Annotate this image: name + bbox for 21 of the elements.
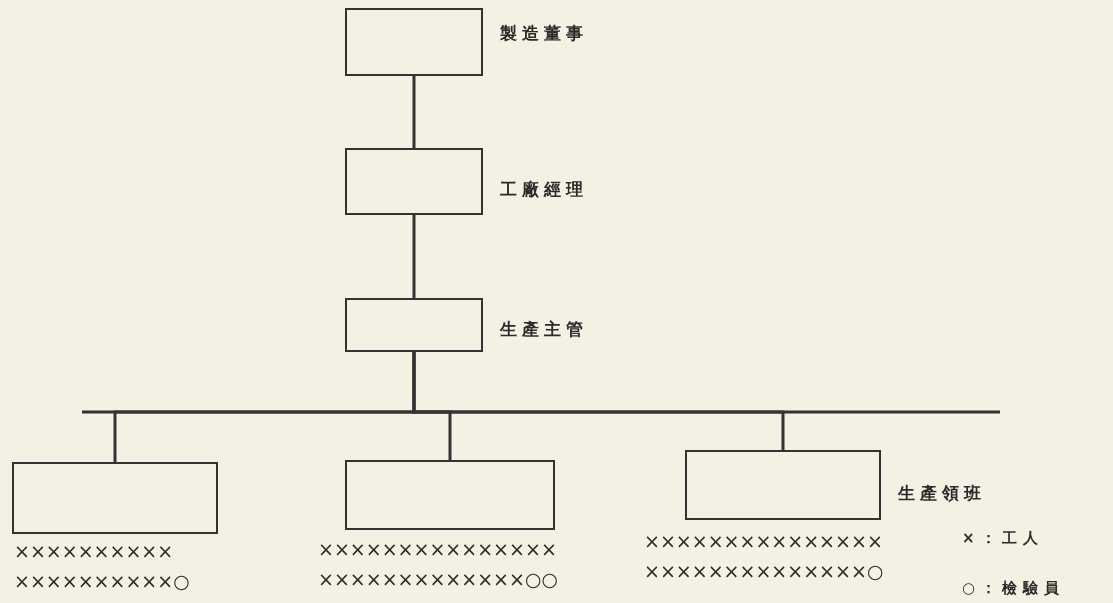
worker-symbol-row: ×××××××××× [14, 540, 174, 562]
box-shape [685, 450, 881, 520]
box-shape [345, 8, 483, 76]
box-shape [345, 460, 555, 530]
connector-line [412, 352, 785, 450]
role-label: 生產主管 [500, 318, 588, 341]
worker-symbol-row: ××××××××××××××× [318, 538, 557, 560]
connector-line [412, 76, 416, 148]
legend-entry: ×：工人 [962, 529, 1044, 548]
role-label: 工廠經理 [500, 178, 588, 201]
connector-line [412, 215, 416, 298]
box-shape [345, 148, 483, 215]
box-shape [12, 462, 218, 534]
worker-symbol-row: ×××××××××××××○○ [318, 568, 559, 590]
worker-symbol-row: ××××××××××○ [14, 570, 190, 592]
worker-symbol-row: ××××××××××××××× [644, 530, 883, 552]
worker-symbol-row: ××××××××××××××○ [644, 560, 884, 582]
role-label: 生產領班 [898, 482, 986, 505]
role-label: 製造董事 [500, 22, 588, 45]
box-shape [345, 298, 483, 352]
legend-entry: ○：檢驗員 [962, 579, 1066, 598]
